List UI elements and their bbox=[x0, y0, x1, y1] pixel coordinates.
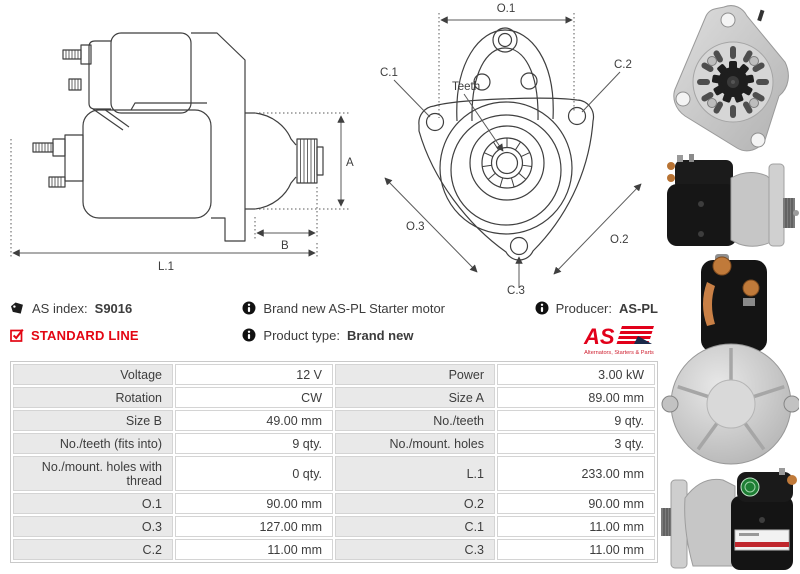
spec-label-cell: C.2 bbox=[13, 539, 173, 560]
standard-line: STANDARD LINE bbox=[10, 327, 242, 343]
spec-label-cell: Size B bbox=[13, 410, 173, 431]
pinion-gear-photo bbox=[711, 61, 755, 103]
endcap-ribs bbox=[677, 348, 785, 451]
dimension-l1-lines bbox=[10, 139, 318, 259]
pinion-teeth bbox=[482, 138, 532, 188]
spec-value-cell: 11.00 mm bbox=[497, 516, 655, 537]
spec-value-cell: 49.00 mm bbox=[175, 410, 333, 431]
spec-value-cell: CW bbox=[175, 387, 333, 408]
checkbox-checked-icon bbox=[10, 328, 24, 342]
spec-value-cell: 0 qty. bbox=[175, 456, 333, 491]
product-photo-front-view[interactable] bbox=[661, 4, 799, 152]
producer-line: Producer: AS-PL bbox=[535, 300, 658, 316]
dim-label-o1: O.1 bbox=[497, 3, 516, 15]
front-view-technical-drawing: O.1 C.1 C.2 Teeth O.3 O.2 C.3 bbox=[380, 3, 642, 296]
spec-value-cell: 89.00 mm bbox=[497, 387, 655, 408]
product-photo-gallery bbox=[661, 4, 799, 574]
spec-label-cell: No./teeth (fits into) bbox=[13, 433, 173, 454]
spec-row: No./teeth (fits into)9 qty.No./mount. ho… bbox=[13, 433, 655, 454]
spec-value-cell: 9 qty. bbox=[497, 410, 655, 431]
dimension-a-lines bbox=[255, 112, 349, 210]
spec-label-cell: O.1 bbox=[13, 493, 173, 514]
spec-label-cell: C.3 bbox=[335, 539, 495, 560]
info-icon bbox=[242, 328, 256, 342]
spec-label-cell: L.1 bbox=[335, 456, 495, 491]
info-column-index: AS index: S9016 STANDARD LINE bbox=[10, 300, 242, 357]
spec-label-cell: No./mount. holes bbox=[335, 433, 495, 454]
spec-label-cell: Rotation bbox=[13, 387, 173, 408]
info-icon bbox=[242, 301, 256, 315]
dim-label-c1: C.1 bbox=[380, 67, 398, 79]
dimension-o1-lines bbox=[438, 13, 575, 118]
spec-label-cell: C.1 bbox=[335, 516, 495, 537]
spec-value-cell: 90.00 mm bbox=[175, 493, 333, 514]
spec-label-cell: O.3 bbox=[13, 516, 173, 537]
standard-line-label: STANDARD LINE bbox=[31, 327, 139, 343]
as-index-line: AS index: S9016 bbox=[10, 300, 242, 316]
product-type-label: Product type: bbox=[263, 327, 341, 343]
as-index-label: AS index: bbox=[32, 300, 88, 316]
producer-label: Producer: bbox=[555, 300, 612, 316]
logo-tagline: Alternators, Starters & Parts bbox=[584, 350, 654, 356]
info-column-producer: Producer: AS-PL AS Alternators, Starters… bbox=[535, 300, 658, 357]
vent-slots bbox=[697, 46, 769, 118]
producer-value: AS-PL bbox=[619, 300, 658, 316]
product-photo-rear-view[interactable] bbox=[661, 254, 799, 466]
spec-value-cell: 90.00 mm bbox=[497, 493, 655, 514]
dimension-o3-o2-lines bbox=[384, 177, 642, 275]
dim-label-c2: C.2 bbox=[614, 59, 632, 71]
starter-motor-side-outline bbox=[32, 32, 324, 242]
tag-icon bbox=[11, 301, 23, 314]
logo-text: AS bbox=[583, 324, 615, 349]
spec-label-cell: Size A bbox=[335, 387, 495, 408]
spec-label-cell: Power bbox=[335, 364, 495, 385]
info-column-description: Brand new AS-PL Starter motor Product ty… bbox=[242, 300, 534, 357]
dim-label-o2: O.2 bbox=[610, 234, 629, 246]
spec-label-cell: O.2 bbox=[335, 493, 495, 514]
product-type-line: Product type: Brand new bbox=[242, 327, 534, 343]
as-pl-logo: AS Alternators, Starters & Parts bbox=[583, 324, 654, 356]
dimension-b-lines bbox=[254, 187, 318, 239]
info-icon bbox=[535, 301, 549, 315]
product-photo-side-view-left[interactable] bbox=[661, 468, 799, 574]
dim-label-a: A bbox=[346, 157, 354, 169]
product-info-row: AS index: S9016 STANDARD LINE Brand new … bbox=[10, 300, 658, 357]
dim-label-l1: L.1 bbox=[158, 261, 174, 273]
spec-label-cell: Voltage bbox=[13, 364, 173, 385]
dim-label-b: B bbox=[281, 240, 289, 252]
spec-value-cell: 9 qty. bbox=[175, 433, 333, 454]
spec-label-cell: No./mount. holes with thread bbox=[13, 456, 173, 491]
description-line: Brand new AS-PL Starter motor bbox=[242, 300, 534, 316]
dim-label-o3: O.3 bbox=[406, 221, 425, 233]
dim-label-c3: C.3 bbox=[507, 285, 525, 296]
spec-value-cell: 127.00 mm bbox=[175, 516, 333, 537]
spec-value-cell: 3.00 kW bbox=[497, 364, 655, 385]
as-index-value: S9016 bbox=[94, 300, 133, 316]
brand-logo-wrap: AS Alternators, Starters & Parts bbox=[535, 323, 658, 357]
leader-lines bbox=[393, 71, 621, 288]
logo-swoosh bbox=[634, 336, 652, 344]
spec-value-cell: 233.00 mm bbox=[497, 456, 655, 491]
spec-label-cell: No./teeth bbox=[335, 410, 495, 431]
logo-stripes bbox=[616, 326, 654, 344]
spec-value-cell: 11.00 mm bbox=[497, 539, 655, 560]
side-view-technical-drawing: A B L.1 bbox=[10, 32, 354, 273]
description-text: Brand new AS-PL Starter motor bbox=[263, 300, 446, 316]
teeth-label: Teeth bbox=[452, 81, 480, 93]
product-type-value: Brand new bbox=[347, 327, 414, 343]
spec-value-cell: 3 qty. bbox=[497, 433, 655, 454]
spec-value-cell: 11.00 mm bbox=[175, 539, 333, 560]
spec-value-cell: 12 V bbox=[175, 364, 333, 385]
product-photo-side-view-right[interactable] bbox=[661, 154, 799, 252]
mounting-flange-outline bbox=[418, 27, 595, 261]
